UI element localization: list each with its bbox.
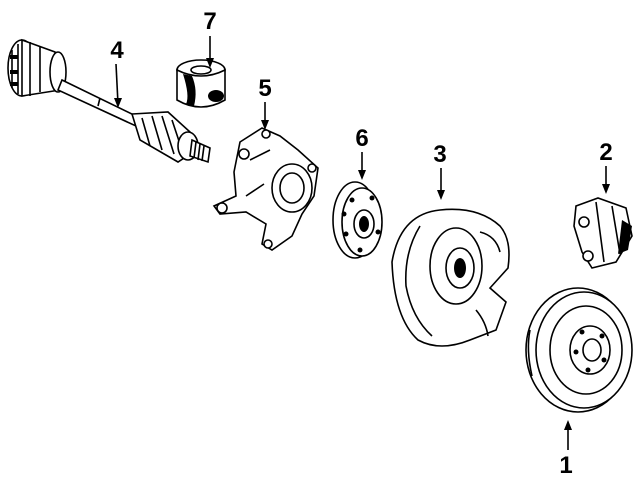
wheel-hub-icon — [332, 181, 383, 259]
callout-4: 4 — [110, 37, 124, 64]
callout-6: 6 — [355, 125, 368, 152]
axle-shaft-icon — [7, 38, 211, 164]
brake-rotor-icon — [525, 287, 633, 413]
steering-knuckle-icon — [212, 127, 319, 251]
splash-shield-icon — [391, 208, 510, 347]
bushing-icon — [176, 59, 226, 108]
brake-caliper-icon — [573, 197, 633, 269]
callout-leaders — [114, 36, 610, 450]
callout-7: 7 — [203, 8, 216, 35]
callout-1: 1 — [559, 452, 572, 479]
callout-3: 3 — [433, 141, 446, 168]
callout-2: 2 — [599, 139, 612, 166]
callout-5: 5 — [258, 75, 271, 102]
callout-labels: 1 2 3 4 5 6 7 — [110, 8, 612, 479]
